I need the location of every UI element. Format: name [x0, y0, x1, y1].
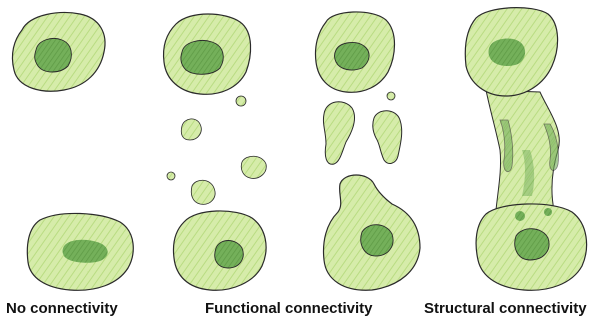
- panel-structural-connectivity: [465, 8, 586, 291]
- vesicle: [167, 172, 175, 180]
- nucleus: [515, 229, 549, 260]
- vesicle: [387, 92, 395, 100]
- nucleus: [489, 39, 526, 66]
- protrusion-left: [323, 102, 354, 165]
- vesicle: [191, 180, 215, 204]
- nucleus: [335, 43, 370, 70]
- panel-partial-structural: [315, 12, 420, 290]
- protrusion-right: [373, 111, 402, 164]
- panel-functional-connectivity: [164, 14, 267, 290]
- caption-functional-connectivity: Functional connectivity: [205, 300, 373, 318]
- vesicle: [544, 208, 552, 216]
- vesicle: [236, 96, 246, 106]
- caption-no-connectivity: No connectivity: [6, 300, 118, 318]
- nucleus: [215, 241, 243, 269]
- panel-no-connectivity: [12, 13, 133, 291]
- nucleus: [361, 225, 393, 256]
- vesicle: [241, 156, 266, 178]
- nucleus: [181, 40, 223, 74]
- caption-structural-connectivity: Structural connectivity: [424, 300, 600, 318]
- nucleus: [35, 38, 72, 72]
- vesicle: [181, 119, 201, 140]
- vesicle: [515, 211, 525, 221]
